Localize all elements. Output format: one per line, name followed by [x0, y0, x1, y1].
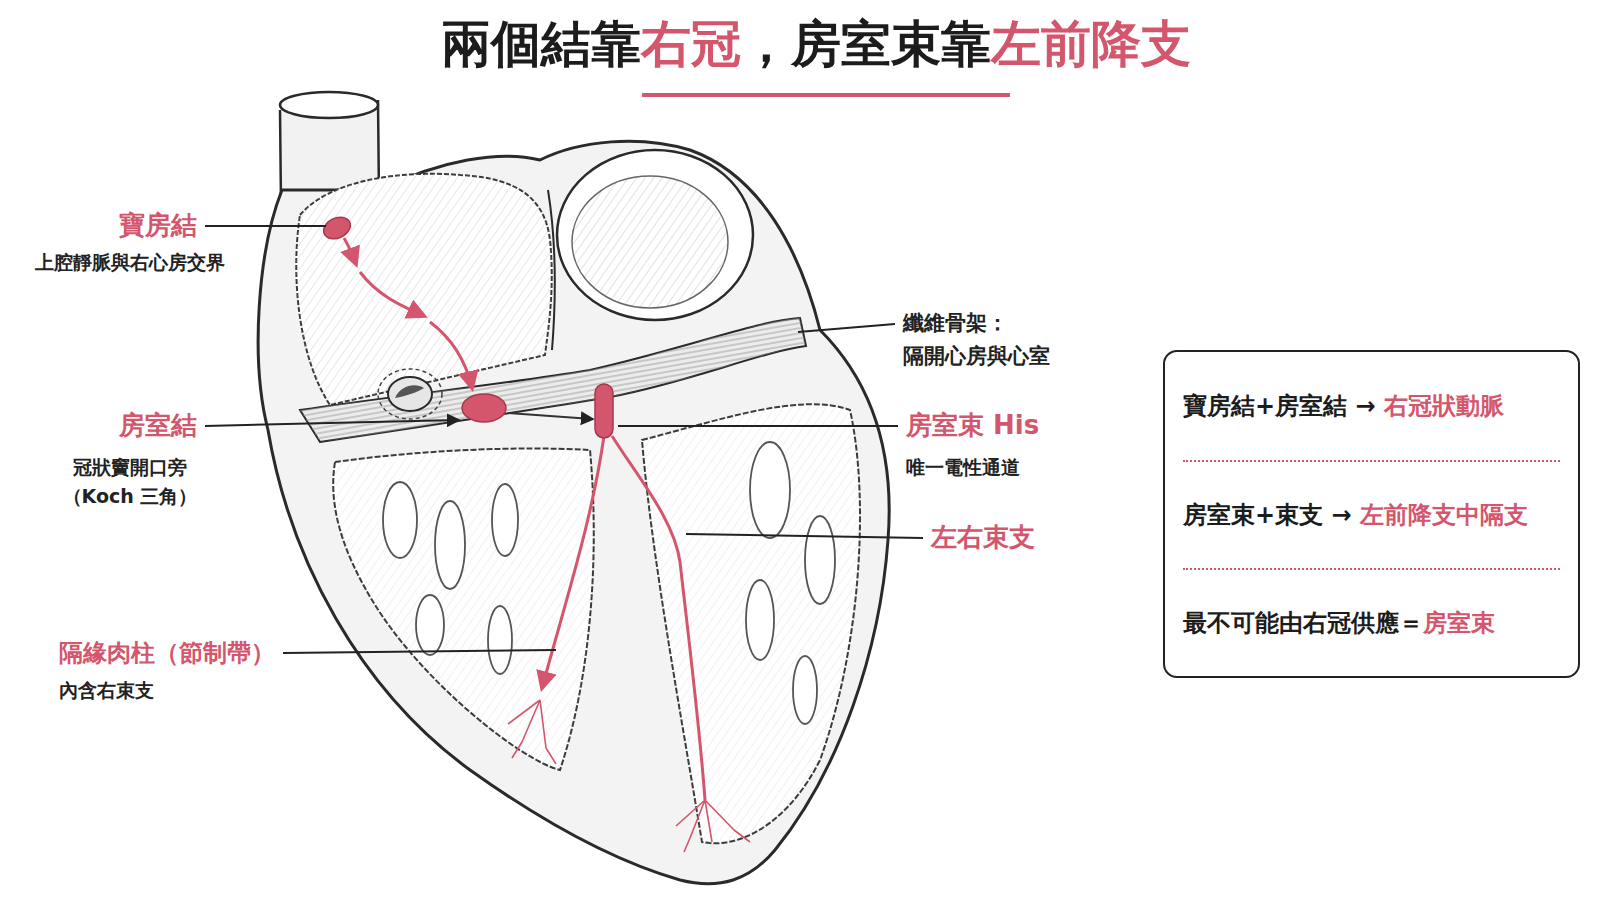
right-atrium [296, 174, 552, 405]
summary-row: 寶房結+房室結 → 右冠狀動脈 [1183, 352, 1560, 460]
text-part: 最不可能由右冠供應＝ [1183, 609, 1423, 637]
callout-note: 冠狀竇開口旁 [73, 456, 187, 479]
text-part: 右冠 [641, 15, 741, 73]
vena-cava-opening [280, 92, 378, 118]
pectinate-muscles [296, 174, 552, 405]
summary-row: 房室束+束支 → 左前降支中隔支 [1183, 460, 1560, 568]
leader-line [205, 420, 458, 426]
callout-label: 纖維骨架： [903, 311, 1008, 336]
rv-trabeculae-ovals [383, 482, 518, 674]
aortic-inner [572, 176, 728, 308]
atrial-septum [548, 190, 555, 350]
title-underline [642, 93, 1010, 97]
trabecula [793, 656, 817, 724]
trabecula [805, 516, 835, 604]
summary-row: 最不可能由右冠供應＝房室束 [1183, 568, 1560, 676]
his-bundle [595, 384, 613, 438]
callout-note: （Koch 三角） [63, 485, 198, 508]
left-bundle-branch [612, 436, 705, 800]
callout-label: 寶房結 [119, 210, 197, 241]
sa-node [320, 213, 354, 243]
text-part: 寶房結+房室結 → [1183, 392, 1384, 420]
text-part: 左前降支 [991, 15, 1191, 73]
coronary-sinus-ring [378, 369, 442, 419]
leader-line [686, 534, 923, 538]
callout-note: 唯一電性通道 [906, 456, 1020, 479]
coronary-sinus-shadow [395, 385, 424, 398]
coronary-sinus [388, 377, 432, 411]
text-part: ，房室束靠 [741, 15, 991, 73]
trabecula [746, 580, 774, 660]
left-ventricle [642, 404, 860, 843]
title: 兩個結靠右冠，房室束靠左前降支 [16, 14, 1600, 74]
summary-text: 房室束+束支 → 左前降支中隔支 [1183, 499, 1528, 531]
heart-outline [258, 141, 889, 883]
leader-line [205, 225, 326, 227]
callout-note: 上腔靜脈與右心房交界 [35, 251, 225, 274]
trabecula [416, 595, 444, 655]
trabecula [488, 606, 512, 674]
text-part: 兩個結靠 [441, 15, 641, 73]
trabecula [750, 442, 790, 538]
summary-text: 最不可能由右冠供應＝房室束 [1183, 607, 1495, 639]
trabecula [492, 484, 518, 556]
summary-text: 寶房結+房室結 → 右冠狀動脈 [1183, 390, 1504, 422]
callout-note: 內含右束支 [59, 679, 154, 702]
purkinje-fibers [508, 700, 556, 764]
callout-label: 左右束支 [931, 522, 1035, 553]
av-his-path [508, 413, 592, 419]
callout-label: 房室結 [119, 410, 197, 441]
leader-line [618, 425, 898, 427]
text-part: 左前降支中隔支 [1360, 501, 1528, 529]
purkinje-fibers [676, 800, 750, 852]
conduction-arrow [360, 272, 424, 316]
leader-lines [205, 226, 923, 653]
lv-trabeculae [642, 404, 860, 843]
callout-label: 隔緣肉柱（節制帶） [59, 639, 275, 668]
callout-label: 房室束 His [906, 410, 1039, 441]
trabecula [383, 482, 417, 558]
rv-trabeculae [333, 449, 594, 771]
trabecula [435, 501, 465, 589]
text-part: 右冠狀動脈 [1384, 392, 1504, 420]
conduction-arrow [430, 322, 472, 388]
text-part: 房室束+束支 → [1183, 501, 1360, 529]
summary-box: 寶房結+房室結 → 右冠狀動脈房室束+束支 → 左前降支中隔支最不可能由右冠供應… [1163, 350, 1580, 678]
right-ventricle [333, 449, 594, 771]
conduction-arrow [344, 238, 356, 264]
leader-line [283, 650, 556, 653]
av-node [462, 394, 506, 422]
lv-trabeculae-ovals [746, 442, 835, 724]
aortic-root [557, 150, 753, 320]
text-part: 房室束 [1423, 609, 1495, 637]
leader-line [798, 324, 895, 332]
callout-note: 隔開心房與心室 [903, 344, 1050, 369]
